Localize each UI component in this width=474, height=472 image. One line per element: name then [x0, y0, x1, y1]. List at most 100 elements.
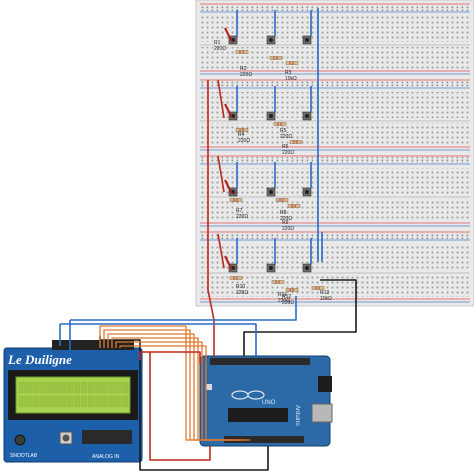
ground-wire	[243, 279, 357, 356]
resistor-name: R8	[280, 210, 287, 216]
resistor	[273, 122, 287, 126]
lcd-character-cell	[53, 381, 60, 394]
lcd-character-cell	[46, 381, 53, 394]
resistor-value: 220Ω	[280, 216, 292, 222]
power-wire	[139, 351, 201, 364]
lcd-character-cell	[18, 395, 25, 408]
lcd-character-cell	[32, 381, 39, 394]
terminal-strip-top	[200, 244, 470, 270]
lcd-character-cell	[74, 381, 80, 394]
center-channel	[200, 272, 470, 274]
lcd-character-cell	[18, 381, 25, 394]
power-rail-holes	[200, 157, 470, 163]
center-channel	[200, 196, 470, 198]
push-button-cap	[305, 266, 309, 270]
resistor-name: R4	[238, 132, 245, 138]
lcd-character-cell	[60, 395, 67, 408]
resistor-value: 220Ω	[214, 46, 226, 52]
resistor	[235, 128, 249, 132]
lcd-character-cell	[87, 395, 94, 408]
arduino-name: Arduino	[294, 405, 300, 426]
lcd-character-cell	[94, 395, 101, 408]
terminal-strip-top	[200, 92, 470, 118]
power-wire	[217, 79, 225, 119]
lcd-character-cell	[53, 395, 60, 408]
resistor-name: R6	[282, 144, 289, 150]
breadboard	[195, 0, 474, 307]
resistor-name: R3	[285, 70, 292, 76]
power-wire	[207, 80, 215, 356]
lcd-character-cell	[80, 395, 87, 408]
lcd-character-cell	[25, 381, 32, 394]
resistor	[269, 56, 283, 60]
resistor-name: R12	[282, 294, 291, 300]
resistor-name: R2	[240, 66, 247, 72]
center-channel	[200, 120, 470, 122]
resistor-name: R11	[278, 292, 287, 298]
terminal-strip-bottom	[200, 47, 470, 69]
push-button-cap	[305, 114, 309, 118]
terminal-strip-bottom	[200, 199, 470, 221]
push-button-cap	[269, 114, 273, 118]
lcd-character-cell	[115, 381, 122, 394]
led	[224, 27, 233, 43]
terminal-strip-top	[200, 168, 470, 194]
resistor-name: R5	[280, 128, 287, 134]
power-analog-header	[224, 436, 304, 443]
resistor-value: 220Ω	[282, 300, 294, 306]
lcd-character-cell	[122, 381, 129, 394]
resistor-name: R1	[214, 40, 221, 46]
lcd-character-cell	[74, 395, 80, 408]
push-button-cap	[269, 38, 273, 42]
resistor	[285, 288, 299, 292]
arduino-uno: Arduino UNO	[199, 355, 333, 447]
lcd-vendor: SNOOTLAB	[10, 453, 38, 459]
led	[224, 255, 233, 271]
lcd-character-cell	[108, 381, 115, 394]
push-button-cap	[269, 190, 273, 194]
lcd-character-cell	[122, 395, 129, 408]
power-wire	[217, 155, 225, 193]
resistor-value: 220Ω	[282, 226, 294, 232]
lcd-character-cell	[67, 395, 74, 408]
resistor	[287, 204, 301, 208]
power-rail-holes	[200, 5, 470, 11]
terminal-strip-bottom	[200, 275, 470, 297]
lcd-header-top	[52, 340, 134, 350]
lcd-character-cell	[108, 395, 115, 408]
power-rail-holes	[200, 81, 470, 87]
lcd-character-grid	[18, 381, 129, 408]
power-wire	[149, 352, 211, 461]
data-wire	[60, 323, 257, 356]
power-rail-holes	[200, 233, 470, 239]
reset-button[interactable]	[14, 434, 26, 446]
lcd-character-cell	[32, 395, 39, 408]
lcd-character-cell	[67, 381, 74, 394]
push-button-cap	[305, 190, 309, 194]
arduino-model: UNO	[262, 400, 276, 406]
lcd-character-cell	[101, 395, 108, 408]
terminal-strip-bottom	[200, 123, 470, 145]
arduino-pcb	[199, 355, 331, 447]
resistor-value: 220Ω	[280, 134, 292, 140]
led	[224, 179, 233, 195]
resistor	[275, 198, 289, 202]
push-button-cap	[305, 38, 309, 42]
resistor-value: 220Ω	[282, 150, 294, 156]
resistor	[311, 286, 325, 290]
resistor-value: 10kΩ	[285, 76, 297, 82]
resistor	[285, 61, 299, 65]
reset-switch[interactable]	[206, 384, 212, 390]
resistor-name: R7	[236, 208, 243, 214]
data-wire	[70, 296, 297, 321]
lcd-character-cell	[39, 381, 46, 394]
lcd-character-cell	[80, 381, 87, 394]
center-channel	[200, 44, 470, 46]
resistor-name: R9	[282, 220, 289, 226]
lcd-shield: Le Duiligne SNOOTLAB ANALOG IN	[3, 340, 143, 463]
atmega-chip	[228, 408, 288, 422]
lcd-character-cell	[115, 395, 122, 408]
arduino-logo-right	[247, 390, 265, 400]
